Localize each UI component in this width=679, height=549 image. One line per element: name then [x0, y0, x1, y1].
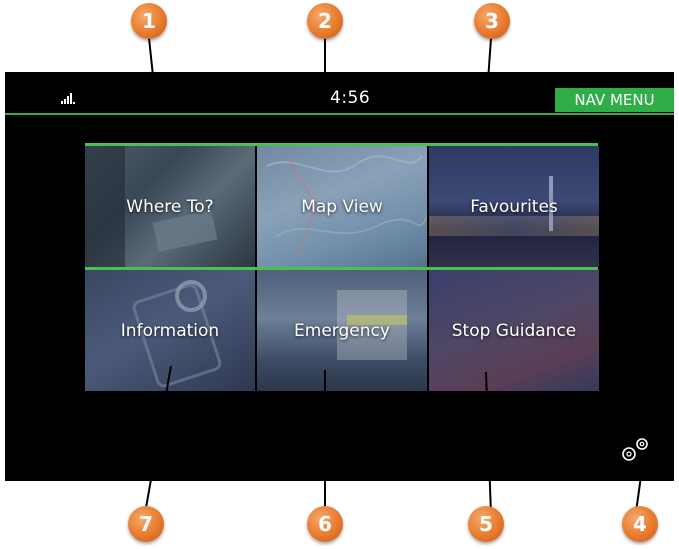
map-view-label: Map View — [301, 196, 383, 217]
tile-row-top-divider — [85, 143, 598, 146]
callout-line-6 — [324, 370, 326, 518]
callout-badge-3: 3 — [474, 3, 510, 39]
favourites-button[interactable]: Favourites — [429, 146, 599, 267]
signal-strength-icon — [61, 92, 77, 104]
callout-badge-5: 5 — [468, 506, 504, 542]
emergency-label: Emergency — [294, 320, 390, 341]
callout-badge-7: 7 — [128, 506, 164, 542]
tile-row-bottom-divider — [85, 267, 598, 270]
callout-badge-2: 2 — [307, 3, 343, 39]
callout-badge-4: 4 — [622, 506, 658, 542]
where-to-button[interactable]: Where To? — [85, 146, 255, 267]
favourites-label: Favourites — [470, 196, 558, 217]
nav-menu-badge: NAV MENU — [555, 88, 674, 112]
stop-guidance-button[interactable]: Stop Guidance — [429, 270, 599, 391]
information-label: Information — [120, 320, 220, 341]
settings-gears-icon[interactable] — [618, 435, 654, 465]
callout-badge-1: 1 — [131, 3, 167, 39]
stop-guidance-label: Stop Guidance — [451, 320, 577, 341]
status-bar: 4:56 NAV MENU — [5, 72, 674, 115]
callout-badge-6: 6 — [307, 506, 343, 542]
map-view-button[interactable]: Map View — [257, 146, 427, 267]
map-texture — [266, 155, 427, 257]
where-to-label: Where To? — [126, 196, 214, 217]
emergency-button[interactable]: Emergency — [257, 270, 427, 391]
clock: 4:56 — [330, 88, 371, 108]
nav-screen: 4:56 NAV MENU Where To? Map View Favouri… — [5, 72, 674, 481]
status-divider — [5, 113, 674, 115]
